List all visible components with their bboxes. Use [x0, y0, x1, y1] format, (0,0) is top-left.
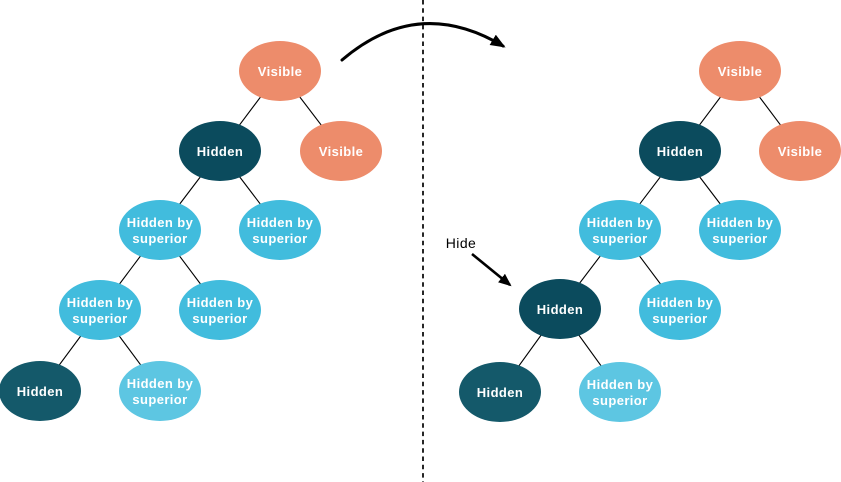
tree-node-hidden_soft: Hidden [0, 361, 81, 421]
tree-node-label: Hidden [197, 144, 243, 159]
tree-node-hidden: Hidden [519, 279, 601, 339]
tree-node-ellipse [699, 41, 781, 101]
tree-node-ellipse [579, 362, 661, 422]
tree-node-visible: Visible [759, 121, 841, 181]
tree-node-ellipse [579, 200, 661, 260]
tree-node-ellipse [179, 121, 261, 181]
tree-node-ellipse [759, 121, 841, 181]
tree-node-hidden_soft: Hidden [459, 362, 541, 422]
tree-node-label: Visible [319, 144, 363, 159]
transform-arrow [340, 22, 506, 62]
hide-annotation: Hide [446, 235, 512, 287]
tree-node-label: Hidden [657, 144, 703, 159]
tree-node-ellipse [639, 121, 721, 181]
hide-label: Hide [446, 235, 476, 251]
tree-node-label: Hidden [17, 384, 63, 399]
tree-node-ellipse [179, 280, 261, 340]
tree-node-ellipse [459, 362, 541, 422]
tree-node-visible: Visible [699, 41, 781, 101]
tree-node-ellipse [119, 200, 201, 260]
tree-node-ellipse [239, 200, 321, 260]
tree-node-hidden: Hidden [179, 121, 261, 181]
tree-node-hidden: Hidden [639, 121, 721, 181]
tree-node-ellipse [699, 200, 781, 260]
tree-node-ellipse [639, 280, 721, 340]
tree-node-visible: Visible [239, 41, 321, 101]
tree-node-label: Hidden [477, 385, 523, 400]
tree-node-ellipse [239, 41, 321, 101]
tree-node-label: Visible [258, 64, 302, 79]
tree-node-ellipse [519, 279, 601, 339]
tree-node-ellipse [0, 361, 81, 421]
tree-node-label: Visible [778, 144, 822, 159]
tree-node-ellipse [59, 280, 141, 340]
tree-node-label: Hidden [537, 302, 583, 317]
tree-node-visible: Visible [300, 121, 382, 181]
hide-arrow [471, 252, 512, 287]
tree-node-ellipse [300, 121, 382, 181]
tree-node-label: Visible [718, 64, 762, 79]
tree-node-ellipse [119, 361, 201, 421]
